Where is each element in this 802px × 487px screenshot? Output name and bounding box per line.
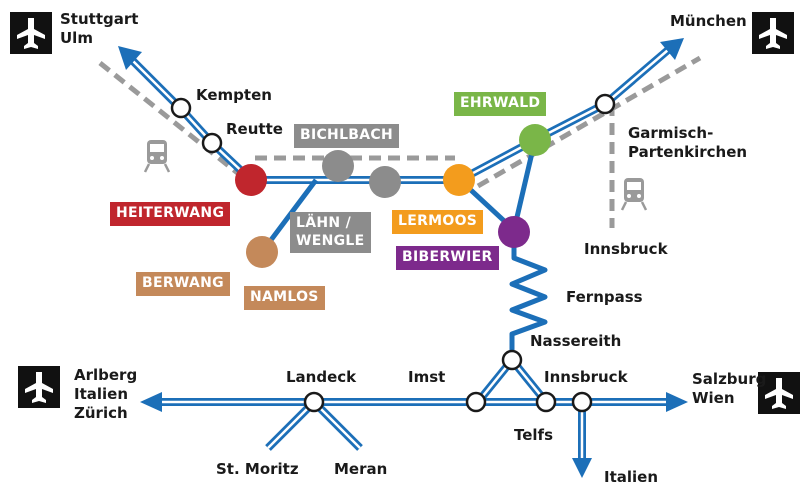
station-imst [465,391,487,413]
label-italien: Italien [604,468,659,486]
rail-line-east [476,55,702,189]
plane-icon [10,12,52,54]
badge-heiterwang: HEITERWANG [110,202,231,226]
dot-lermoos [443,164,475,196]
dot-berwang [246,236,278,268]
label-landeck: Landeck [286,368,357,386]
badge-bichlbach: BICHLBACH [294,124,399,148]
station-kempten [170,97,192,119]
arrow-arlberg [140,392,162,412]
badge-lahn: LÄHN / WENGLE [290,212,371,253]
airport-label-muenchen: München [670,12,747,30]
plane-icon [758,372,800,414]
dot-biberwier [498,216,530,248]
dot-heiterwang [235,164,267,196]
station-telfs [535,391,557,413]
label-nassereith: Nassereith [530,332,622,350]
label-kempten: Kempten [196,86,272,104]
rail-lines [98,55,702,228]
arrowheads [118,38,688,478]
badge-ehrwald: EHRWALD [454,92,547,116]
station-nassereith [501,349,523,371]
dot-ehrwald [519,124,551,156]
dot-lahn [369,166,401,198]
badge-lermoos: LERMOOS [392,210,484,234]
train-icon [620,178,648,211]
dot-bichlbach [322,150,354,182]
airport-label-arlberg: Arlberg Italien Zürich [74,366,138,422]
rail-line-west [98,61,252,185]
arrow-salzburg [666,392,688,412]
road-fernpass [509,232,548,360]
plane-icon [18,366,60,408]
airport-label-salzburg: Salzburg Wien [692,370,767,407]
label-reutte: Reutte [226,120,283,138]
label-garmisch: Garmisch- Partenkirchen [628,124,748,161]
airport-label-stuttgart: Stuttgart Ulm [60,10,139,47]
label-st-moritz: St. Moritz [216,460,299,478]
arrow-muenchen [660,38,684,60]
label-innsbruck-rail: Innsbruck [584,240,668,258]
station-garmisch [594,93,616,115]
label-imst: Imst [408,368,446,386]
arrow-italien [572,458,592,478]
village-dots [235,124,551,268]
label-fernpass: Fernpass [566,288,643,306]
train-icon [143,140,171,173]
label-telfs: Telfs [514,426,554,444]
label-innsbruck: Innsbruck [544,368,628,386]
badge-berwang: BERWANG [136,272,230,296]
badge-namlos: NAMLOS [244,286,325,310]
station-landeck [303,391,325,413]
stations [170,93,616,413]
label-meran: Meran [334,460,388,478]
station-reutte [201,132,223,154]
station-innsbruck [571,391,593,413]
badge-biberwier: BIBERWIER [396,246,499,270]
plane-icon [752,12,794,54]
arrow-stuttgart [118,46,142,70]
